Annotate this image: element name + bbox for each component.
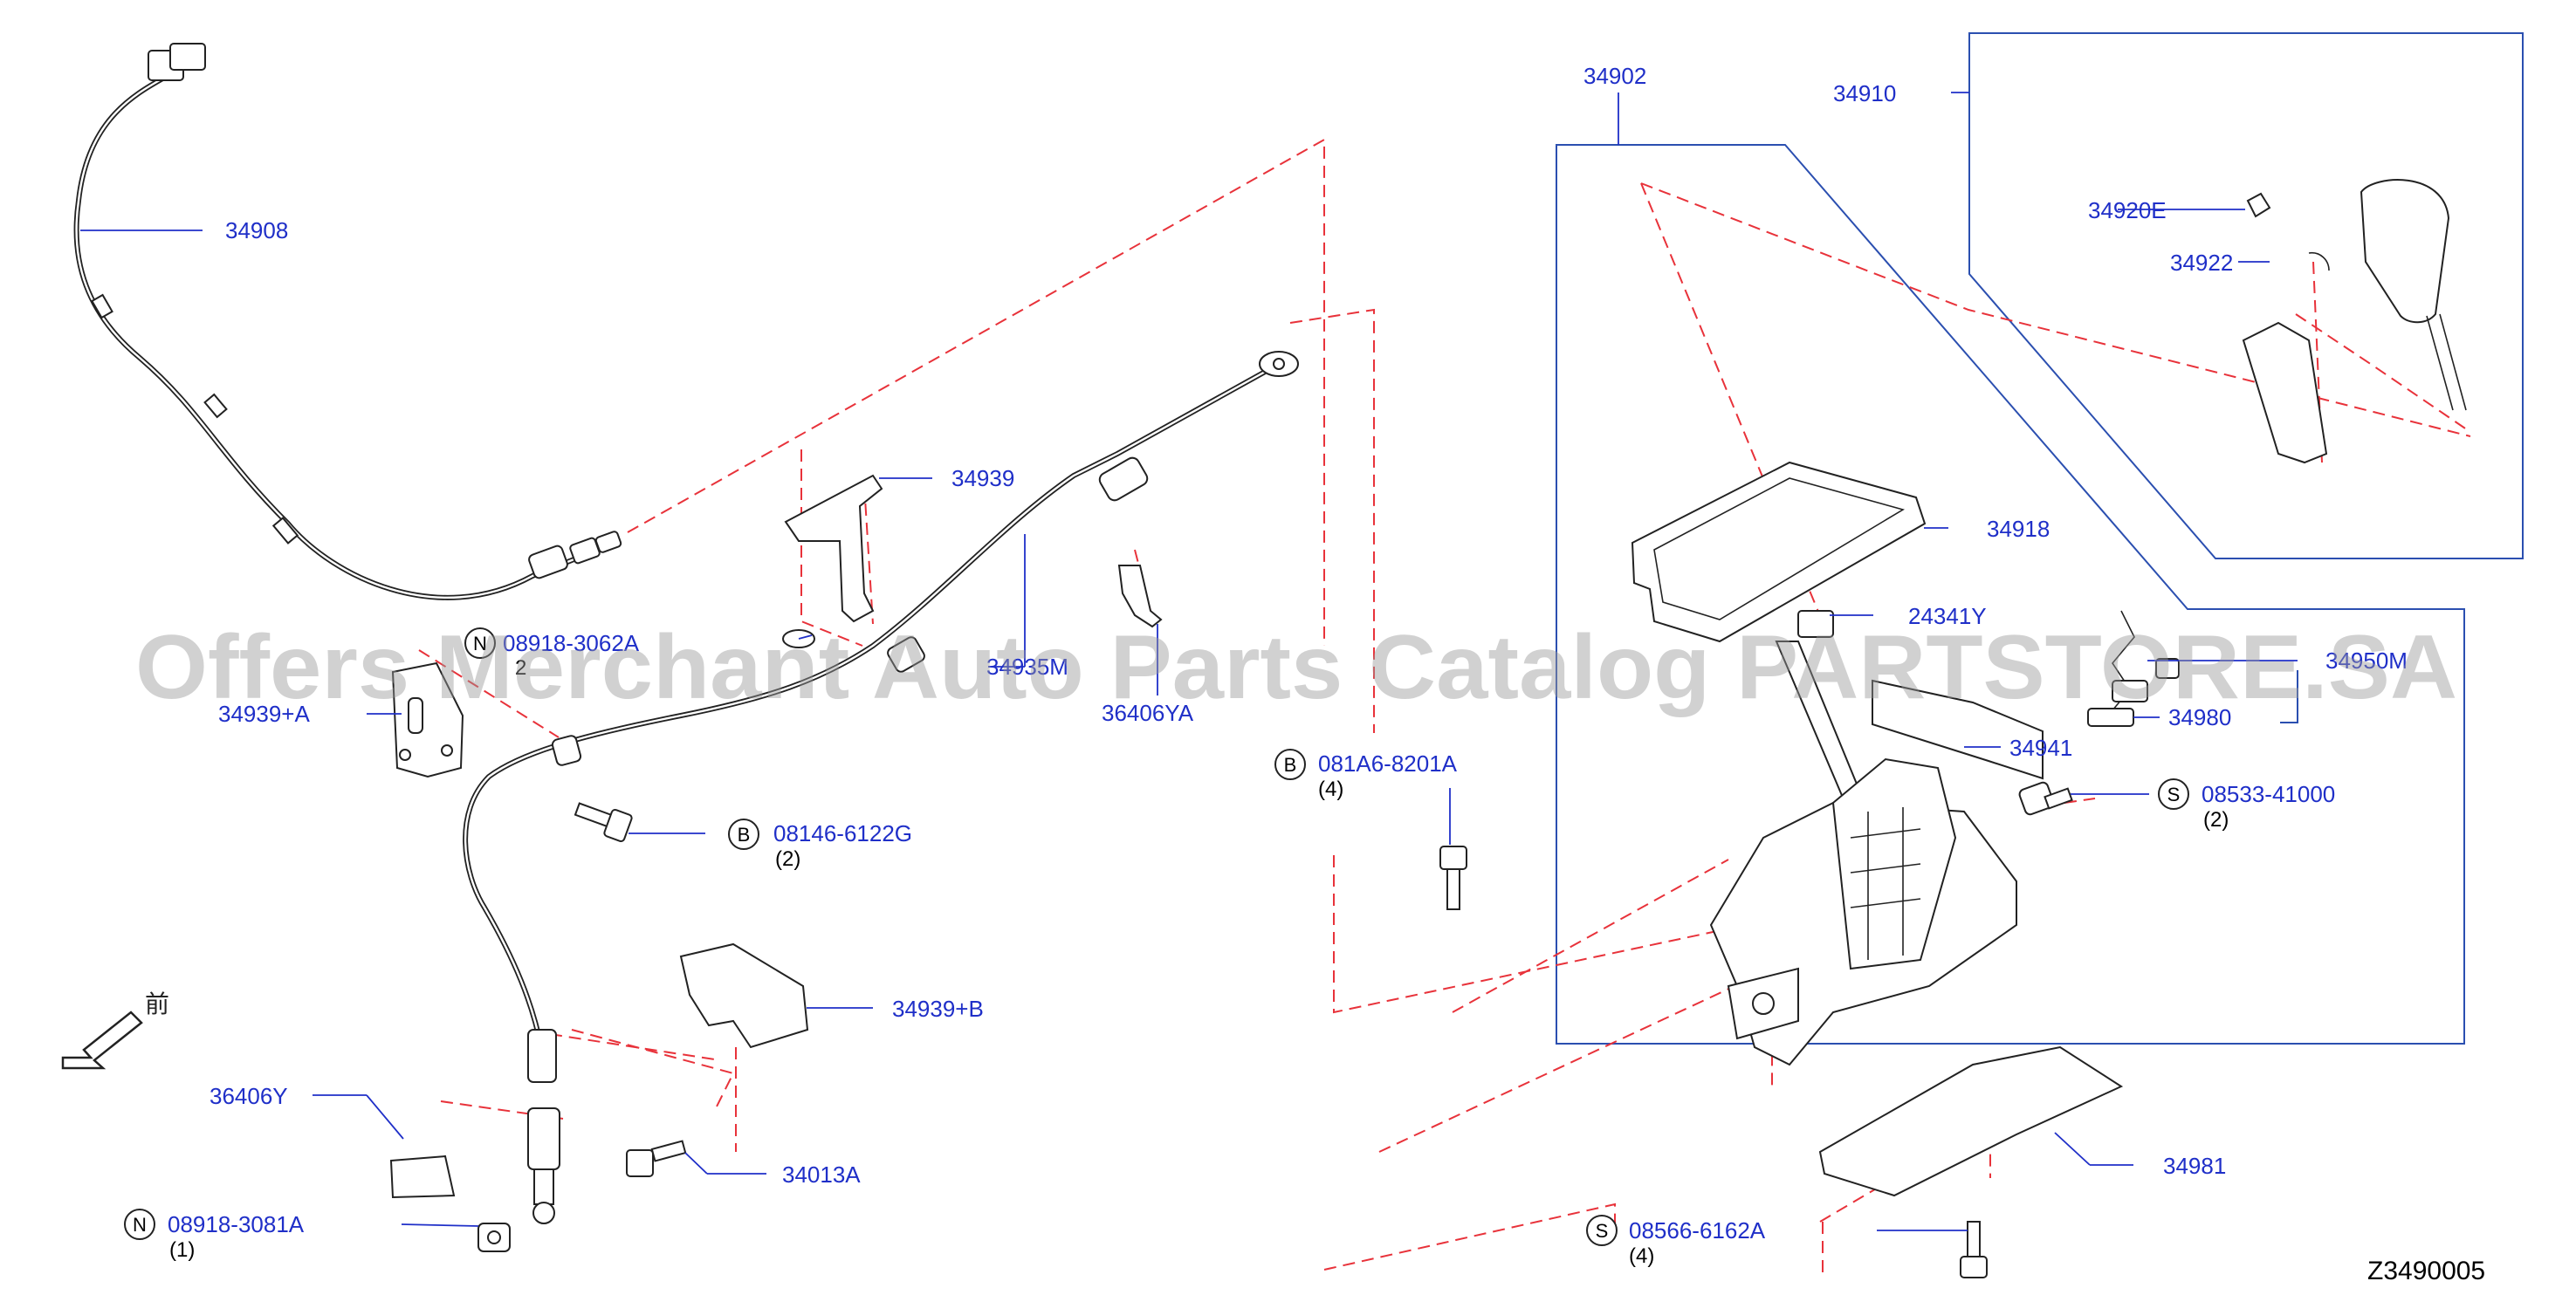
circle-label-08566-6162A: S	[1596, 1220, 1609, 1242]
label-34908[interactable]: 34908	[225, 217, 288, 243]
arrow-icon	[61, 1011, 143, 1070]
knob-34910	[2242, 179, 2467, 464]
bolt-081A6-8201A	[1439, 846, 1467, 910]
watermark: Offers Merchant Auto Parts Catalog PARTS…	[135, 617, 2457, 718]
label-34950M[interactable]: 34950M	[2325, 648, 2408, 674]
diagram-code: Z3490005	[2367, 1257, 2485, 1285]
clip-36406YA	[1117, 565, 1163, 628]
label-24341Y[interactable]: 24341Y	[1908, 603, 1987, 629]
label-34939[interactable]: 34939	[951, 465, 1014, 491]
bolt-08533-41000	[2018, 781, 2073, 816]
qty-08146-6122G: (2)	[775, 847, 800, 871]
label-34935M[interactable]: 34935M	[986, 654, 1068, 680]
plate-34918	[1631, 461, 1927, 643]
bolt-08566-6162A	[1960, 1221, 1988, 1278]
part-drawings	[73, 43, 2467, 1278]
nut-08918-3081A	[477, 1223, 511, 1252]
circle-label-08533-41000: S	[2167, 784, 2181, 805]
qty-08918-3062A: 2	[515, 656, 526, 680]
bolt-08146-6122G	[574, 802, 633, 843]
clip-36406Y	[389, 1155, 456, 1199]
label-34922[interactable]: 34922	[2170, 250, 2233, 276]
label-36406YA[interactable]: 36406YA	[1102, 700, 1194, 726]
cable-34908	[73, 43, 622, 600]
qty-08918-3081A: (1)	[169, 1238, 195, 1262]
frame-34950M-bracket	[2280, 670, 2298, 723]
circle-label-081A6-8201A: B	[1284, 754, 1297, 776]
circle-label-08918-3062A: N	[473, 633, 487, 654]
cover-34981	[1818, 1045, 2124, 1197]
label-34910[interactable]: 34910	[1833, 80, 1896, 106]
harness-34950M	[2107, 610, 2180, 716]
label-08533-41000[interactable]: 08533-41000	[2202, 781, 2335, 807]
label-34013A[interactable]: 34013A	[782, 1161, 861, 1188]
frame-34910	[1968, 32, 2524, 559]
qty-08566-6162A: (4)	[1629, 1244, 1654, 1268]
label-34918[interactable]: 34918	[1987, 516, 2050, 542]
label-34980[interactable]: 34980	[2168, 704, 2231, 730]
bracket-34939	[784, 474, 883, 623]
label-34939A[interactable]: 34939+A	[218, 701, 310, 727]
label-081A6-8201A[interactable]: 081A6-8201A	[1318, 750, 1458, 777]
label-08146-6122G[interactable]: 08146-6122G	[773, 820, 912, 846]
connector-24341Y	[1797, 610, 1834, 638]
frame-34902	[1556, 144, 2465, 1045]
label-08918-3081A[interactable]: 08918-3081A	[168, 1211, 305, 1237]
part-labels: 34908 34939 N 08918-3062A 2 34935M 34939…	[124, 63, 2408, 1268]
qty-081A6-8201A: (4)	[1318, 778, 1343, 801]
label-34902[interactable]: 34902	[1583, 63, 1646, 89]
bolt-34013A	[626, 1140, 687, 1177]
bracket-34941	[1872, 679, 2044, 780]
label-34941[interactable]: 34941	[2009, 735, 2072, 761]
front-arrow: 前	[61, 990, 169, 1070]
shifter-assembly	[1709, 757, 2017, 1066]
qty-08533-41000: (2)	[2203, 808, 2229, 832]
bracket-34939B	[679, 942, 809, 1049]
label-34939B[interactable]: 34939+B	[892, 996, 984, 1022]
label-08566-6162A[interactable]: 08566-6162A	[1629, 1217, 1766, 1244]
assembly-frames	[1556, 32, 2524, 1045]
cable-34935M	[463, 351, 1299, 1224]
circle-label-08918-3081A: N	[133, 1214, 147, 1236]
label-08918-3062A[interactable]: 08918-3062A	[503, 630, 640, 656]
front-label: 前	[145, 990, 169, 1018]
leader-lines	[80, 92, 2298, 1231]
label-34981[interactable]: 34981	[2163, 1153, 2226, 1179]
label-34920E[interactable]: 34920E	[2088, 197, 2167, 223]
label-36406Y[interactable]: 36406Y	[210, 1083, 288, 1109]
circle-label-08146-6122G: B	[738, 824, 751, 846]
